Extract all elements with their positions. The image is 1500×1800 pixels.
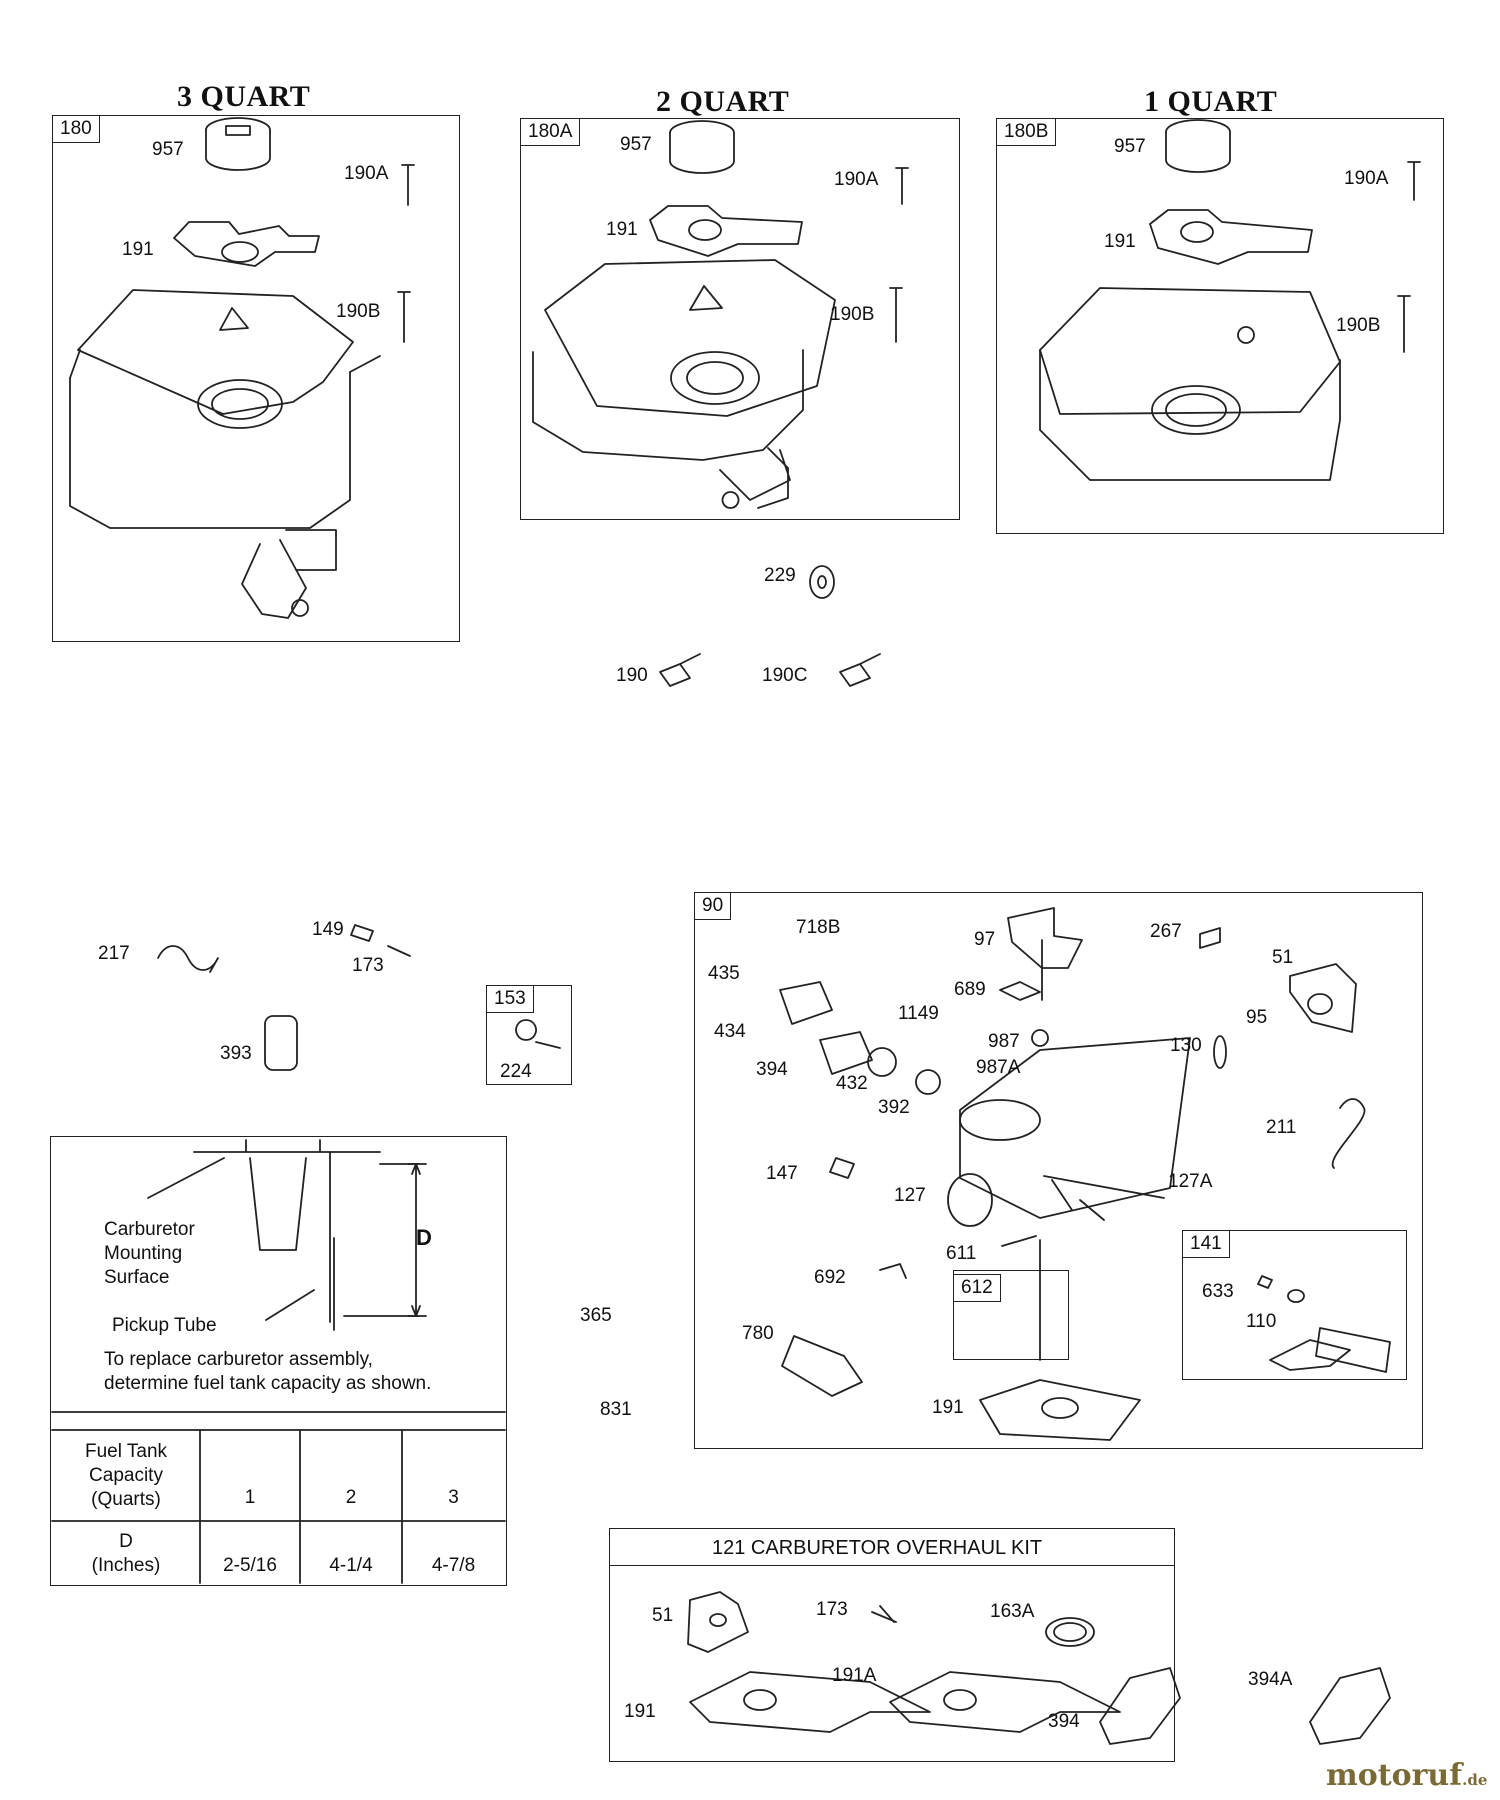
title-2-quart: 2 QUART	[656, 85, 790, 118]
tag-153: 153	[486, 985, 534, 1013]
part-label-190b: 190B	[336, 301, 381, 322]
part-label-365: 365	[580, 1305, 612, 1326]
frame-612	[953, 1270, 1069, 1360]
part-label-393: 393	[220, 1043, 252, 1064]
part-label-692: 692	[814, 1267, 846, 1288]
kit-label-191: 191	[624, 1701, 656, 1722]
kit-title: 121 CARBURETOR OVERHAUL KIT	[712, 1537, 1043, 1559]
part-label-987a: 987A	[976, 1057, 1021, 1078]
part-label-173: 173	[352, 955, 384, 976]
frame-1-quart	[996, 118, 1444, 534]
fuel-tank-3-quart	[69, 117, 415, 619]
part-label-190a: 190A	[344, 163, 389, 184]
d-value-1: 2-5/16	[223, 1555, 277, 1576]
overhaul-kit-parts	[687, 1591, 1391, 1745]
kit-label-51: 51	[652, 1605, 674, 1626]
part-label-190b: 190B	[1336, 315, 1381, 336]
part-label-190a: 190A	[834, 169, 879, 190]
dimension-row-header: D (Inches)	[91, 1531, 161, 1576]
frame-3-quart	[52, 115, 460, 642]
tag-180: 180	[52, 115, 100, 143]
table-instruction: To replace carburetor assembly, determin…	[104, 1349, 432, 1394]
part-label-191: 191	[932, 1397, 964, 1418]
dimension-d-label: D	[416, 1225, 432, 1250]
part-label-394a: 394A	[1248, 1669, 1293, 1690]
part-label-191: 191	[606, 219, 638, 240]
part-label-191: 191	[1104, 231, 1136, 252]
part-label-831: 831	[600, 1399, 632, 1420]
part-label-611: 611	[946, 1243, 977, 1264]
watermark-logo: motoruf.de	[1326, 1758, 1487, 1793]
part-label-149: 149	[312, 919, 344, 940]
tag-90: 90	[694, 892, 732, 920]
part-label-127a: 127A	[1168, 1171, 1213, 1192]
part-label-130: 130	[1170, 1035, 1202, 1056]
kit-title-divider	[609, 1565, 1175, 1566]
kit-label-191a: 191A	[832, 1665, 877, 1686]
part-label-432: 432	[836, 1073, 868, 1094]
fuel-tank-1-quart	[1039, 119, 1421, 481]
part-label-780: 780	[742, 1323, 774, 1344]
frame-2-quart	[520, 118, 960, 520]
part-label-987: 987	[988, 1031, 1020, 1052]
part-label-217: 217	[98, 943, 130, 964]
part-label-147: 147	[766, 1163, 798, 1184]
part-label-718b: 718B	[796, 917, 841, 938]
misc-small-parts	[157, 924, 561, 1071]
part-label-229: 229	[764, 565, 796, 586]
frame-overhaul-kit	[609, 1528, 1175, 1762]
part-label-224: 224	[500, 1061, 532, 1082]
capacity-3: 3	[448, 1487, 459, 1508]
part-label-957: 957	[152, 139, 184, 160]
carburetor-mounting-surface-label: Carburetor Mounting Surface	[104, 1219, 195, 1288]
capacity-2: 2	[345, 1487, 357, 1508]
part-label-190b: 190B	[830, 304, 875, 325]
part-label-633: 633	[1202, 1281, 1234, 1302]
part-label-190c: 190C	[762, 665, 808, 686]
part-label-1149: 1149	[898, 1003, 939, 1024]
pickup-tube-label: Pickup Tube	[112, 1315, 217, 1336]
capacity-1: 1	[244, 1487, 256, 1508]
frame-141	[1182, 1230, 1407, 1380]
part-label-95: 95	[1246, 1007, 1268, 1028]
fuel-tank-capacity-table	[50, 1136, 507, 1586]
tag-180a: 180A	[520, 118, 581, 146]
watermark-suffix: .de	[1462, 1771, 1488, 1789]
carburetor-assembly	[779, 907, 1391, 1441]
part-label-211: 211	[1266, 1117, 1297, 1138]
tag-141: 141	[1182, 1230, 1230, 1258]
kit-label-394: 394	[1048, 1711, 1080, 1732]
part-label-957: 957	[1114, 136, 1146, 157]
fuel-table-grid	[51, 1139, 506, 1584]
part-label-110: 110	[1246, 1311, 1277, 1332]
part-label-392: 392	[878, 1097, 910, 1118]
capacity-row-header: Fuel Tank Capacity (Quarts)	[84, 1441, 168, 1510]
frame-carburetor-90	[694, 892, 1423, 1449]
d-value-3: 4-7/8	[431, 1555, 476, 1576]
part-label-191: 191	[122, 239, 154, 260]
part-label-689: 689	[954, 979, 986, 1000]
part-label-190: 190	[616, 665, 648, 686]
part-label-435: 435	[708, 963, 740, 984]
d-value-2: 4-1/4	[329, 1555, 373, 1576]
tag-612: 612	[953, 1274, 1001, 1302]
part-label-127: 127	[894, 1185, 926, 1206]
part-label-97: 97	[974, 929, 996, 950]
watermark-text: motoruf	[1326, 1758, 1463, 1793]
part-label-267: 267	[1150, 921, 1182, 942]
title-1-quart: 1 QUART	[1144, 85, 1278, 118]
part-label-51: 51	[1272, 947, 1294, 968]
part-label-394: 394	[756, 1059, 788, 1080]
part-label-957: 957	[620, 134, 652, 155]
title-3-quart: 3 QUART	[177, 80, 311, 113]
loose-hardware-top	[659, 565, 881, 687]
fuel-tank-2-quart	[532, 120, 909, 509]
tag-180b: 180B	[996, 118, 1057, 146]
part-label-434: 434	[714, 1021, 746, 1042]
kit-label-163a: 163A	[990, 1601, 1035, 1622]
kit-label-173: 173	[816, 1599, 848, 1620]
part-label-190a: 190A	[1344, 168, 1389, 189]
